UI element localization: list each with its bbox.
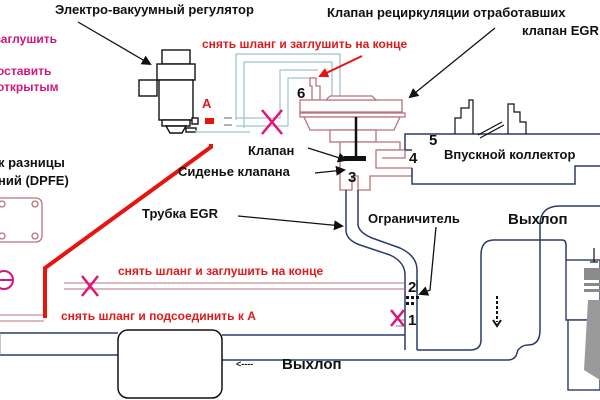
exhaust-pipe — [0, 205, 600, 361]
label-leave-open-1: оставить — [0, 64, 52, 78]
marker-2: 2 — [408, 279, 417, 296]
cross-mark-port-1 — [390, 309, 405, 327]
marker-6: 6 — [297, 85, 306, 102]
exhaust-flow-arrow-left: <---- — [236, 359, 254, 369]
label-vacuum-regulator: Электро-вакуумный регулятор — [55, 2, 254, 17]
label-egr-valve-title-1: Клапан рециркуляции отработавших — [327, 5, 566, 20]
label-valve-seat: Сиденье клапана — [178, 164, 290, 179]
vacuum-regulator — [138, 49, 199, 134]
label-dpfe-2: ний (DPFE) — [0, 173, 69, 188]
marker-5: 5 — [429, 132, 438, 149]
pointer-restrictor — [418, 226, 437, 296]
muffler — [117, 329, 223, 399]
note-remove-hose-connect-a: снять шланг и подсоединить к А — [61, 309, 256, 323]
egr-valve-body — [299, 77, 413, 191]
label-exhaust-bottom: Выхлоп — [282, 356, 342, 373]
dpfe-port — [0, 270, 14, 290]
pointer-remove-hose — [318, 55, 363, 78]
pointer-valve — [307, 147, 348, 163]
intake-manifold — [404, 133, 600, 185]
label-leave-open-2: открытым — [0, 80, 59, 94]
dpfe-hoses — [0, 282, 405, 327]
note-remove-hose-plug-mid: снять шланг и заглушить на конце — [118, 264, 324, 278]
pointer-valve-seat — [314, 165, 346, 176]
cross-mark-dpfe-hose — [81, 275, 99, 297]
cross-mark-vacuum-hose — [261, 109, 283, 135]
red-hose-to-port-a — [43, 144, 213, 318]
note-remove-hose-plug-top: снять шланг и заглушить на конце — [202, 37, 408, 51]
pointer-egr-valve — [408, 27, 496, 99]
vacuum-hose-inner — [236, 69, 318, 127]
label-exhaust-top: Выхлоп — [508, 211, 568, 228]
marker-4: 4 — [409, 150, 418, 167]
dpfe-sensor — [0, 197, 43, 243]
exhaust-flow-arrow-down — [492, 296, 502, 328]
label-egr-valve-title-2: клапан EGR — [522, 23, 599, 38]
pointer-evr — [77, 21, 152, 66]
label-plug: заглушить — [0, 32, 57, 46]
restrictor — [406, 296, 419, 305]
label-valve: Клапан — [248, 143, 295, 158]
marker-1: 1 — [408, 312, 417, 329]
port-a-plug — [205, 118, 214, 124]
throttle-body — [454, 99, 527, 139]
label-port-a: А — [202, 96, 212, 111]
label-intake-manifold: Впускной коллектор — [444, 147, 576, 162]
valve-disc — [344, 156, 366, 161]
engine-piston — [584, 248, 600, 380]
label-egr-tube: Трубка EGR — [142, 206, 218, 221]
egr-tube — [345, 190, 418, 350]
label-restrictor: Ограничитель — [368, 211, 460, 226]
label-dpfe-1: к разницы — [0, 155, 65, 170]
pointer-egr-tube — [237, 215, 344, 231]
marker-3: 3 — [348, 169, 357, 186]
